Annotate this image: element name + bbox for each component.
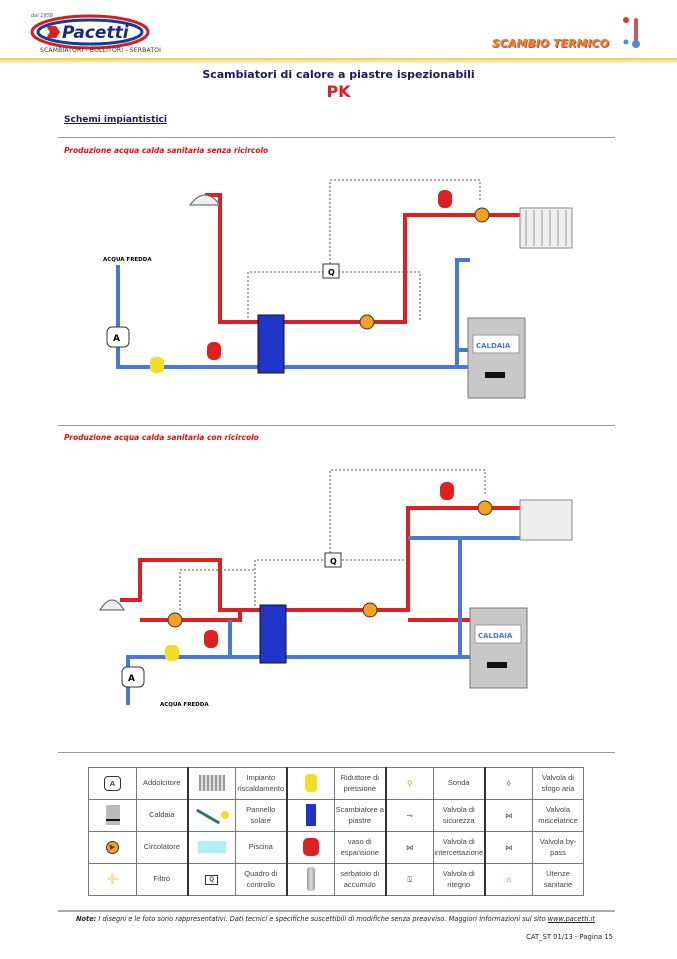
legend-label: Riduttore di pressione [334,767,386,800]
legend-label: Quadro di controllo [235,863,287,896]
diagram-no-recirculation: Q A ACQUA FREDDA CALDAIA [103,179,573,399]
legend-label: Scambiatore a piastre [334,799,386,832]
legend-label: Caldaia [136,799,188,832]
divider [58,425,615,426]
legend-table: A Addolcitore Impianto riscaldamento Rid… [88,767,584,896]
control-panel-icon: Q [186,863,236,896]
legend-label: Valvola di ritegno [433,863,485,896]
probe-icon: ⚲ [384,767,434,800]
section-heading: Schemi impiantistici [64,115,167,125]
sanitary-outlet-icon: ⌂ [483,863,533,896]
legend-label: Valvola di sfogo aria [532,767,584,800]
circulator-icon: ▶ [88,831,137,864]
note-text: I disegni e le foto sono rappresentativi… [96,915,548,923]
diagram-2-title: Produzione acqua calda sanitaria con ric… [64,433,259,442]
safety-valve-icon: ⊸ [384,799,434,832]
section-label: SCAMBIO TERMICO [491,37,609,50]
pacetti-logo: Pacetti [30,14,150,50]
legend-label: Sonda [433,767,485,800]
legend-label: Filtro [136,863,188,896]
svg-text:Pacetti: Pacetti [62,23,130,43]
boiler-label: CALDAIA [476,342,511,350]
legend-label: Circolatore [136,831,188,864]
check-valve-icon: ⍂ [384,863,434,896]
mixing-valve-icon: ⋈ [483,799,533,832]
legend-label: Valvola di sicurezza [433,799,485,832]
website-link[interactable]: www.pacetti.it [547,915,595,923]
plate-exchanger-icon [285,799,335,832]
note-label: Note: [76,915,97,923]
diagram-with-recirculation: Q A ACQUA FREDDA CALDAIA [99,469,573,708]
legend-label: Impianto riscaldamento [235,767,287,800]
legend-label: Valvola by-pass [532,831,584,864]
legend-label: Pannello solare [235,799,287,832]
legend-label: Addolcitore [136,767,188,800]
expansion-vessel-icon [285,831,335,864]
air-vent-icon: ◊ [483,767,533,800]
radiator-icon [186,767,236,800]
model-name: PK [326,82,351,101]
softener-label: A [128,674,135,684]
softener-icon: A [88,767,137,800]
page-number: CAT_ST 01/13 - Pagina 15 [526,933,613,941]
header-divider [0,58,677,64]
footer-note: Note: I disegni e le foto sono rappresen… [76,915,595,923]
storage-tank-icon [285,863,335,896]
softener-label: A [113,334,120,344]
boiler-icon [88,799,137,832]
cold-water-label: ACQUA FREDDA [103,257,152,263]
brand-since: dal 1958 [31,13,53,19]
pressure-reducer-icon [285,767,335,800]
diagram-1-title: Produzione acqua calda sanitaria senza r… [64,146,269,155]
legend-label: serbatoio di accumulo [334,863,386,896]
control-label: Q [328,268,335,277]
divider [58,910,615,912]
legend-label: Valvola miscelatrice [532,799,584,832]
bypass-valve-icon: ⋈ [483,831,533,864]
legend-label: Utenze sanitarie [532,863,584,896]
pool-icon [186,831,236,864]
legend-label: vaso di espansione [334,831,386,864]
cold-water-label: ACQUA FREDDA [160,702,209,708]
divider [58,752,615,753]
boiler-label: CALDAIA [478,632,513,640]
brand-tagline: SCAMBIATORI - BOLLITORI - SERBATOI [40,47,162,54]
shutoff-valve-icon: ⋈ [384,831,434,864]
solar-panel-icon [186,799,236,832]
control-label: Q [330,557,337,566]
legend-label: Valvola di intercettazione [433,831,485,864]
thermometer-icon [623,17,640,48]
legend-label: Piscina [235,831,287,864]
filter-icon: ✚ [88,863,137,896]
page-title: Scambiatori di calore a piastre ispezion… [202,68,475,81]
divider [58,137,615,138]
